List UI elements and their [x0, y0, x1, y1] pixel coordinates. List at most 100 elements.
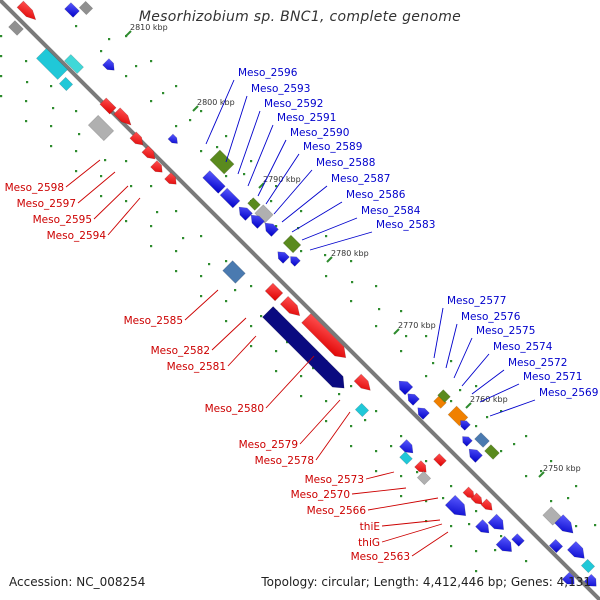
gene-label-reverse[interactable]: Meso_2574: [493, 341, 553, 353]
gene-reverse[interactable]: [511, 533, 525, 547]
gene-forward[interactable]: [141, 145, 158, 162]
gene-other[interactable]: [437, 389, 451, 403]
gene-label-forward[interactable]: Meso_2579: [239, 439, 298, 451]
gene-label-reverse[interactable]: Meso_2572: [508, 357, 567, 369]
gene-other[interactable]: [78, 0, 94, 16]
gene-reverse[interactable]: [548, 538, 564, 554]
gene-reverse[interactable]: [219, 187, 241, 209]
gene-label-reverse[interactable]: Meso_2596: [238, 67, 298, 79]
gene-label-forward[interactable]: thiG: [358, 537, 380, 549]
gene-other[interactable]: [64, 54, 84, 74]
gene-reverse[interactable]: [566, 540, 588, 562]
gene-label-forward[interactable]: thiE: [360, 521, 380, 533]
gene-forward[interactable]: [113, 107, 135, 129]
gene-label-forward[interactable]: Meso_2573: [305, 474, 364, 486]
gene-label-forward[interactable]: Meso_2582: [151, 345, 210, 357]
gene-label-reverse[interactable]: Meso_2583: [376, 219, 435, 231]
gene-other[interactable]: [262, 306, 350, 394]
gene-label-forward[interactable]: Meso_2594: [47, 230, 107, 242]
gene-forward[interactable]: [353, 373, 374, 394]
gene-other[interactable]: [209, 149, 235, 175]
gene-forward[interactable]: [433, 453, 447, 467]
gene-forward[interactable]: [164, 172, 180, 188]
gene-forward[interactable]: [462, 486, 477, 501]
gene-other[interactable]: [399, 451, 413, 465]
gene-other[interactable]: [474, 432, 490, 448]
gene-label-reverse[interactable]: Meso_2575: [476, 325, 535, 337]
gene-reverse[interactable]: [288, 254, 301, 267]
gene-label-reverse[interactable]: Meso_2591: [277, 112, 336, 124]
gene-forward[interactable]: [150, 160, 166, 176]
gene-reverse[interactable]: [583, 573, 600, 590]
gene-label-forward[interactable]: Meso_2585: [124, 315, 183, 327]
gene-label-reverse[interactable]: Meso_2593: [251, 83, 310, 95]
gene-other[interactable]: [254, 204, 274, 224]
gene-other[interactable]: [87, 114, 115, 142]
gene-reverse[interactable]: [102, 58, 118, 74]
gene-label-reverse[interactable]: Meso_2586: [346, 189, 406, 201]
gene-forward[interactable]: [414, 460, 430, 476]
gene-reverse[interactable]: [64, 2, 80, 18]
gene-reverse[interactable]: [167, 133, 180, 146]
gene-forward[interactable]: [99, 97, 117, 115]
gene-other[interactable]: [542, 506, 562, 526]
gene-reverse[interactable]: [202, 170, 226, 194]
gene-other[interactable]: [282, 234, 302, 254]
gene-reverse[interactable]: [554, 514, 578, 538]
gene-reverse[interactable]: [275, 249, 290, 264]
gene-label-reverse[interactable]: Meso_2590: [290, 127, 349, 139]
leader-line: [237, 110, 261, 175]
gene-other[interactable]: [416, 470, 432, 486]
gene-other[interactable]: [580, 558, 596, 574]
gene-reverse[interactable]: [415, 405, 430, 420]
gene-other[interactable]: [8, 20, 24, 36]
gene-label-reverse[interactable]: Meso_2592: [264, 98, 323, 110]
gene-reverse[interactable]: [475, 519, 493, 537]
gene-reverse[interactable]: [487, 513, 508, 534]
gene-other[interactable]: [247, 197, 261, 211]
gene-label-reverse[interactable]: Meso_2571: [523, 371, 582, 383]
gene-label-forward[interactable]: Meso_2578: [255, 455, 314, 467]
gene-label-forward[interactable]: Meso_2598: [5, 182, 64, 194]
gene-reverse[interactable]: [262, 220, 279, 237]
gene-reverse[interactable]: [444, 494, 470, 520]
gene-reverse[interactable]: [460, 434, 473, 447]
gene-label-reverse[interactable]: Meso_2589: [303, 141, 362, 153]
gene-forward[interactable]: [470, 492, 485, 507]
gene-label-reverse[interactable]: Meso_2576: [461, 311, 521, 323]
gene-label-reverse[interactable]: Meso_2577: [447, 295, 506, 307]
scale-dot: [442, 497, 445, 500]
gene-reverse[interactable]: [395, 377, 414, 396]
gene-forward[interactable]: [480, 498, 495, 513]
gene-forward[interactable]: [129, 131, 146, 148]
gene-reverse[interactable]: [248, 212, 265, 229]
gene-label-forward[interactable]: Meso_2581: [167, 361, 226, 373]
gene-label-forward[interactable]: Meso_2566: [307, 505, 367, 517]
gene-forward[interactable]: [16, 0, 39, 23]
gene-forward[interactable]: [264, 282, 284, 302]
gene-label-forward[interactable]: Meso_2563: [351, 551, 410, 563]
gene-label-forward[interactable]: Meso_2570: [291, 489, 350, 501]
gene-label-reverse[interactable]: Meso_2588: [316, 157, 375, 169]
gene-reverse[interactable]: [561, 571, 578, 588]
gene-label-reverse[interactable]: Meso_2584: [361, 205, 421, 217]
gene-label-reverse[interactable]: Meso_2587: [331, 173, 390, 185]
gene-reverse[interactable]: [236, 204, 253, 221]
gene-reverse[interactable]: [466, 446, 483, 463]
gene-label-forward[interactable]: Meso_2580: [205, 403, 264, 415]
gene-other[interactable]: [354, 402, 370, 418]
gene-reverse[interactable]: [495, 535, 516, 556]
gene-other[interactable]: [222, 260, 246, 284]
gene-other[interactable]: [484, 444, 500, 460]
gene-reverse[interactable]: [399, 439, 417, 457]
gene-forward[interactable]: [279, 295, 303, 319]
gene-other[interactable]: [36, 48, 68, 80]
gene-reverse[interactable]: [405, 391, 420, 406]
scale-dot: [150, 245, 153, 248]
gene-reverse[interactable]: [458, 418, 471, 431]
gene-forward[interactable]: [301, 313, 351, 363]
gene-other[interactable]: [58, 76, 74, 92]
gene-label-forward[interactable]: Meso_2597: [17, 198, 76, 210]
gene-label-forward[interactable]: Meso_2595: [33, 214, 92, 226]
gene-label-reverse[interactable]: Meso_2569: [539, 387, 598, 399]
